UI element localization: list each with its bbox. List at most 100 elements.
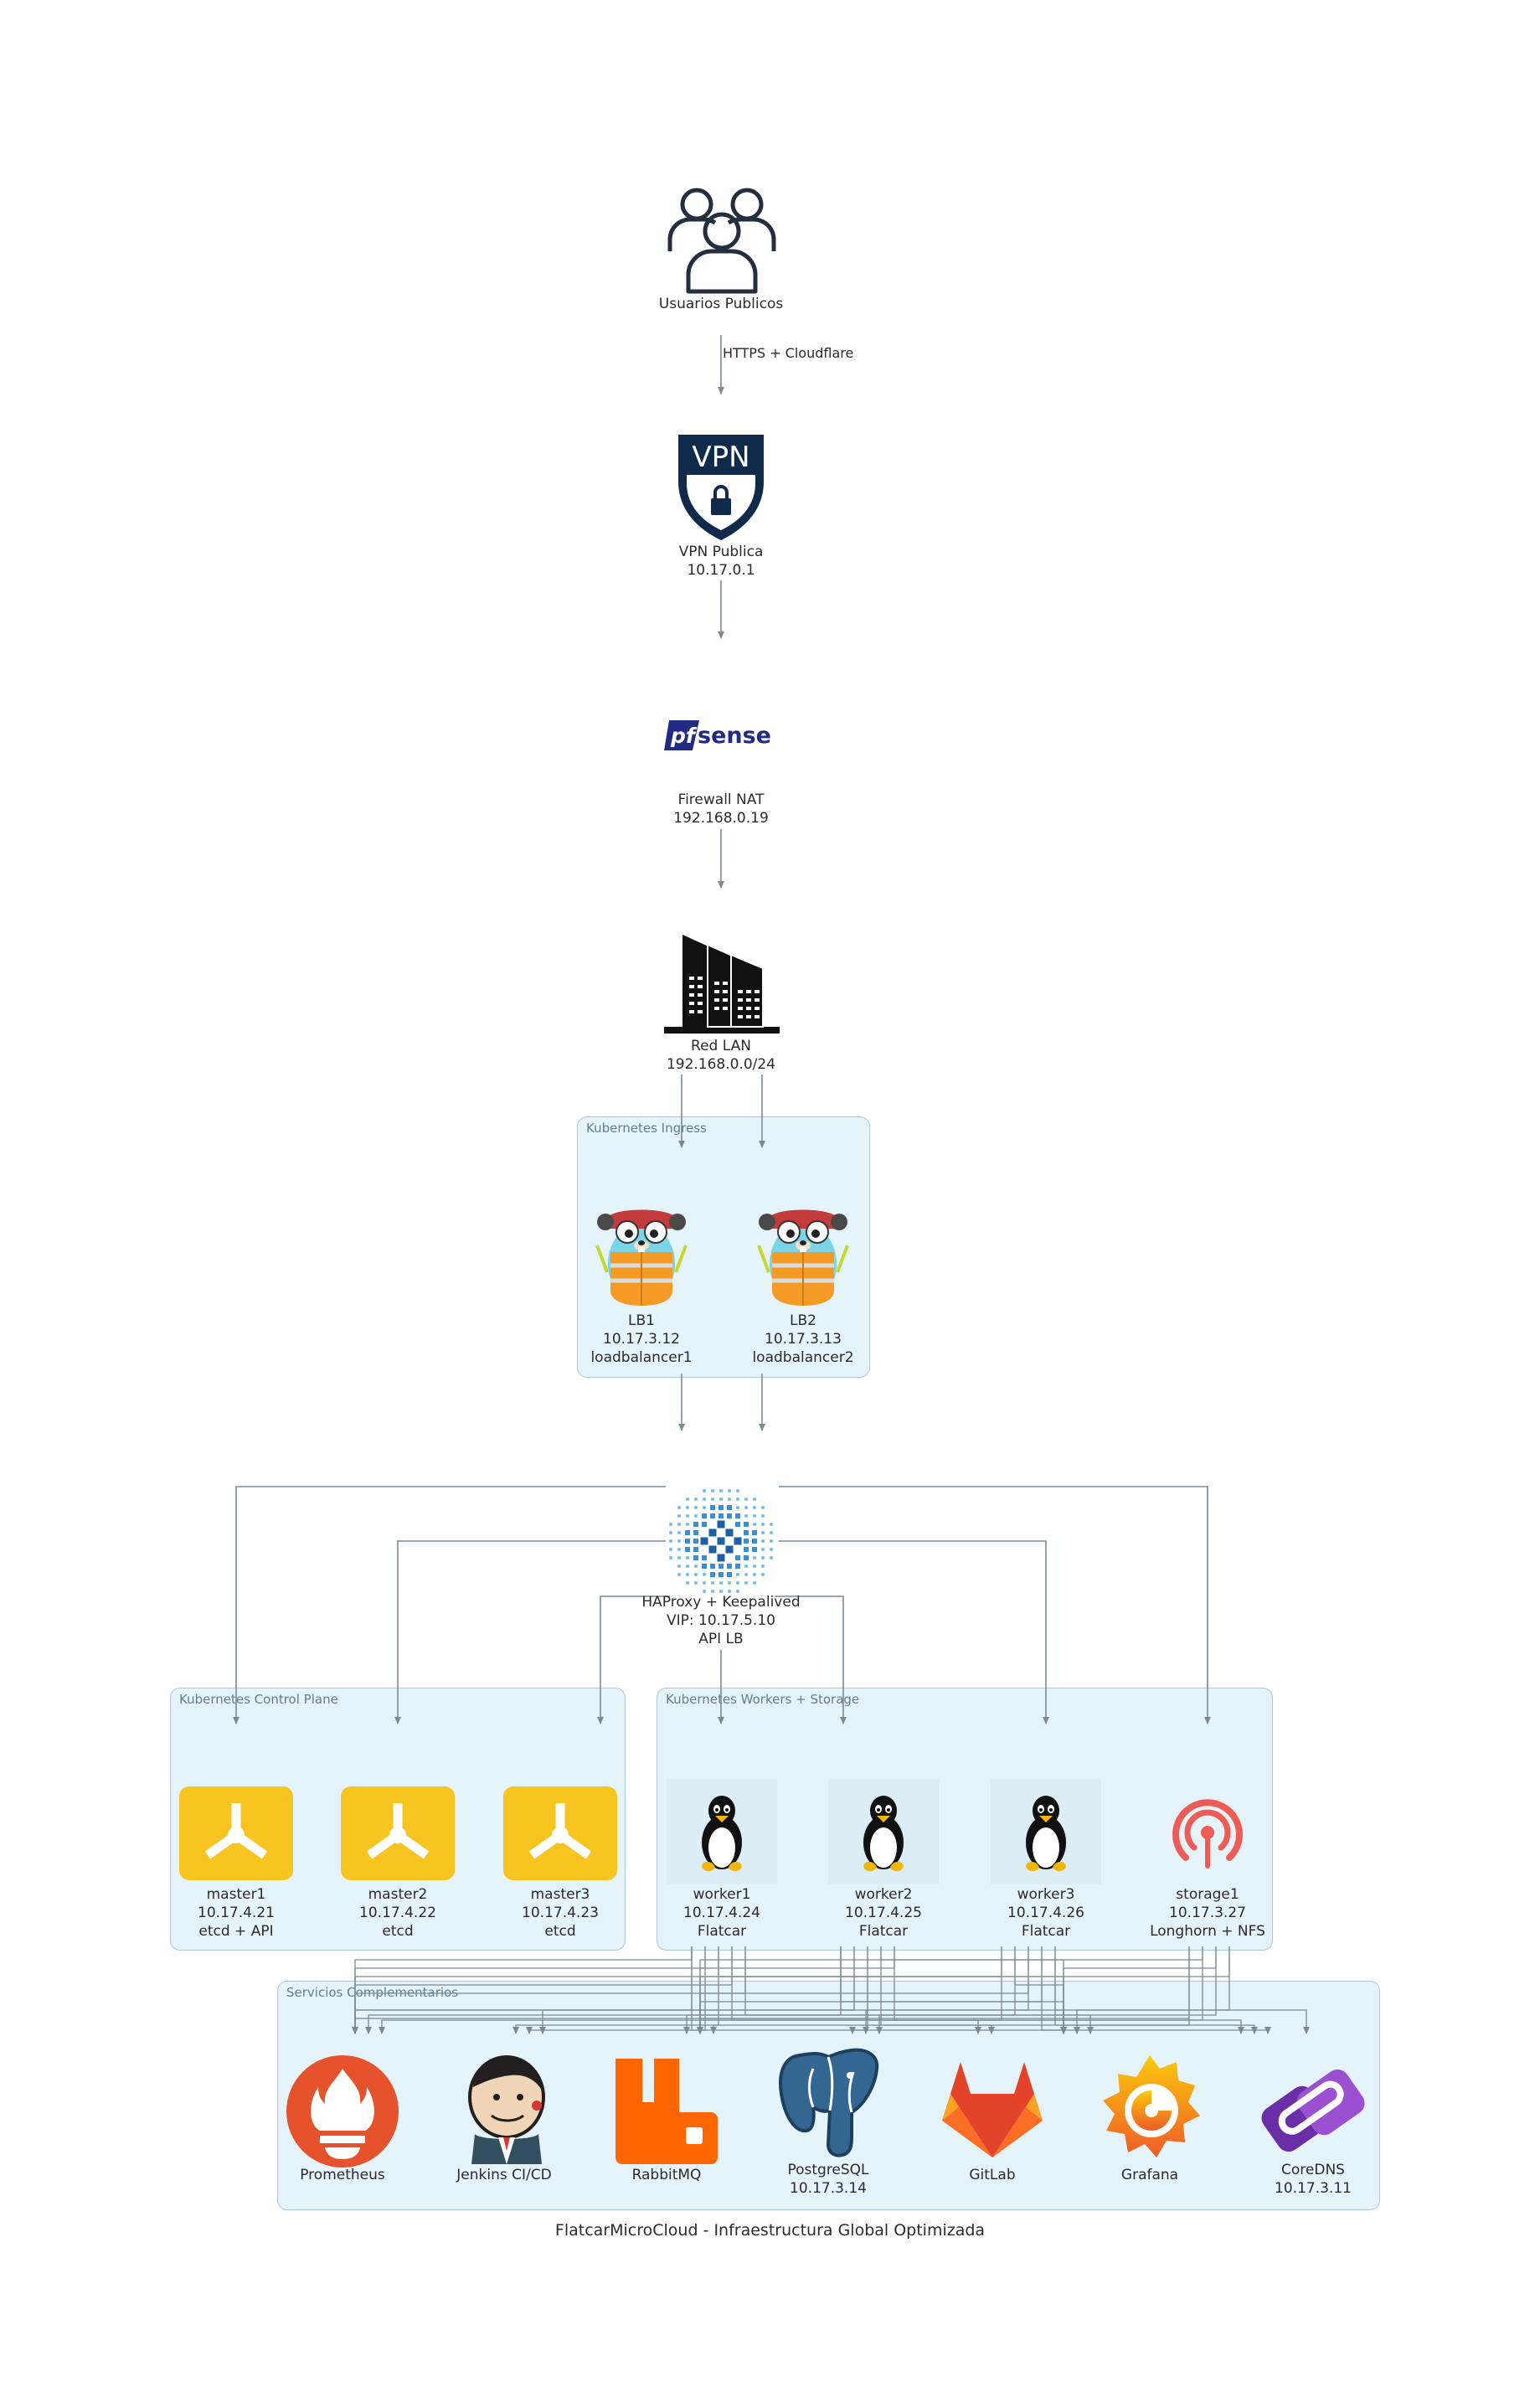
edge-haproxy-master1 bbox=[233, 1486, 666, 1724]
label-line: GitLab bbox=[969, 2167, 1016, 2183]
prometheus-icon bbox=[285, 2054, 400, 2169]
grafana-icon bbox=[1094, 2050, 1205, 2164]
gopher-icon bbox=[754, 1204, 852, 1312]
linux-tux-icon bbox=[828, 1779, 939, 1884]
label-line: CoreDNS bbox=[1281, 2162, 1345, 2178]
jenkins-icon bbox=[461, 2054, 552, 2166]
label-line: etcd bbox=[544, 1923, 576, 1940]
label-line: 10.17.4.26 bbox=[1007, 1905, 1084, 1921]
label-line: 10.17.3.12 bbox=[603, 1331, 680, 1348]
label-line: master1 bbox=[206, 1886, 266, 1903]
label-line: API LB bbox=[698, 1631, 744, 1647]
label-line: 10.17.4.24 bbox=[683, 1905, 760, 1921]
label-line: PostgreSQL bbox=[787, 2162, 869, 2178]
postgresql-label: PostgreSQL 10.17.3.14 bbox=[719, 2161, 937, 2198]
haproxy-icon bbox=[664, 1484, 778, 1598]
label-line: master2 bbox=[368, 1886, 428, 1903]
label-line: Jenkins CI/CD bbox=[456, 2167, 552, 2183]
label-line: 10.17.3.13 bbox=[765, 1331, 842, 1348]
label-line: Flatcar bbox=[858, 1923, 909, 1940]
jenkins-label: Jenkins CI/CD bbox=[395, 2166, 613, 2184]
grafana-label: Grafana bbox=[1041, 2166, 1259, 2184]
cluster-title: Kubernetes Ingress bbox=[586, 1121, 707, 1136]
pfsense-logo: pf sense bbox=[664, 719, 781, 752]
worker1-label: worker1 10.17.4.24 Flatcar bbox=[613, 1885, 831, 1941]
pfsense-pf-text: pf bbox=[670, 724, 698, 748]
label-line: Longhorn + NFS bbox=[1150, 1923, 1265, 1940]
label-line: 192.168.0.19 bbox=[673, 810, 769, 827]
label-line: loadbalancer2 bbox=[752, 1349, 854, 1366]
worker3-label: worker3 10.17.4.26 Flatcar bbox=[937, 1885, 1155, 1941]
edge-haproxy-storage1 bbox=[779, 1486, 1211, 1724]
label-line: loadbalancer1 bbox=[590, 1349, 693, 1366]
lb2-label: LB2 10.17.3.13 loadbalancer2 bbox=[694, 1312, 912, 1367]
lan-label: Red LAN 192.168.0.0/24 bbox=[612, 1037, 830, 1074]
label-line: LB1 bbox=[628, 1312, 655, 1329]
storage1-label: storage1 10.17.3.27 Longhorn + NFS bbox=[1099, 1885, 1316, 1941]
label-line: 192.168.0.0/24 bbox=[666, 1056, 776, 1073]
edge-label-https: HTTPS + Cloudflare bbox=[723, 345, 854, 361]
coredns-label: CoreDNS 10.17.3.11 bbox=[1204, 2161, 1422, 2198]
label-line: 10.17.4.21 bbox=[198, 1905, 275, 1921]
diagram-title: FlatcarMicroCloud - Infraestructura Glob… bbox=[554, 2221, 986, 2240]
label-line: 10.17.0.1 bbox=[687, 562, 755, 579]
gitlab-label: GitLab bbox=[883, 2166, 1101, 2184]
rabbitmq-label: RabbitMQ bbox=[558, 2166, 775, 2184]
haproxy-label: HAProxy + Keepalived VIP: 10.17.5.10 API… bbox=[612, 1593, 830, 1648]
pfsense-sense-text: sense bbox=[698, 723, 771, 749]
label-line: Flatcar bbox=[697, 1923, 747, 1940]
lb1-label: LB1 10.17.3.12 loadbalancer1 bbox=[533, 1312, 750, 1367]
prometheus-label: Prometheus bbox=[234, 2166, 451, 2184]
edge-haproxy-worker3 bbox=[779, 1540, 1049, 1724]
label-line: worker3 bbox=[1017, 1886, 1075, 1903]
firewall-label: Firewall NAT 192.168.0.19 bbox=[612, 791, 830, 827]
label-line: HAProxy + Keepalived bbox=[641, 1594, 801, 1611]
gopher-icon bbox=[592, 1204, 691, 1312]
label-line: worker1 bbox=[693, 1886, 751, 1903]
label-line: 10.17.4.22 bbox=[359, 1905, 436, 1921]
label-line: 10.17.3.27 bbox=[1169, 1905, 1246, 1921]
label-line: Grafana bbox=[1120, 2167, 1179, 2183]
coredns-icon bbox=[1256, 2057, 1370, 2164]
users-label: Usuarios Publicos bbox=[612, 295, 830, 313]
label-line: 10.17.3.14 bbox=[790, 2180, 867, 2197]
postgresql-icon bbox=[775, 2047, 882, 2161]
label-line: etcd bbox=[382, 1923, 414, 1940]
label-line: RabbitMQ bbox=[631, 2167, 702, 2183]
label-line: Prometheus bbox=[300, 2167, 385, 2183]
vpn-label: VPN Publica 10.17.0.1 bbox=[612, 543, 830, 580]
label-line: LB2 bbox=[790, 1312, 816, 1329]
linux-tux-icon bbox=[667, 1779, 777, 1884]
label-line: storage1 bbox=[1176, 1886, 1239, 1903]
vpn-icon-text: VPN bbox=[692, 441, 749, 474]
label-line: etcd + API bbox=[198, 1923, 274, 1940]
edge-haproxy-worker2 bbox=[775, 1595, 847, 1724]
label-line: Flatcar bbox=[1021, 1923, 1071, 1940]
edge-haproxy-master2 bbox=[394, 1540, 666, 1724]
kubernetes-master-icon bbox=[179, 1786, 293, 1880]
cluster-title: Kubernetes Workers + Storage bbox=[666, 1692, 860, 1707]
label-line: Firewall NAT bbox=[677, 791, 765, 808]
gitlab-icon bbox=[939, 2059, 1046, 2159]
users-icon bbox=[667, 184, 777, 295]
label-line: VPN Publica bbox=[678, 544, 764, 560]
linux-tux-icon bbox=[991, 1779, 1101, 1884]
label-line: 10.17.4.25 bbox=[845, 1905, 922, 1921]
kubernetes-master-icon bbox=[341, 1786, 455, 1880]
rabbitmq-icon bbox=[612, 2057, 721, 2166]
label-line: VIP: 10.17.5.10 bbox=[667, 1612, 775, 1629]
worker2-label: worker2 10.17.4.25 Flatcar bbox=[775, 1885, 992, 1941]
vpn-shield-icon: VPN bbox=[675, 431, 767, 542]
cluster-title: Servicios Complementarios bbox=[286, 1985, 459, 2000]
label-line: Usuarios Publicos bbox=[658, 296, 784, 312]
edge-haproxy-master3 bbox=[597, 1595, 670, 1724]
ceph-storage-icon bbox=[1167, 1792, 1248, 1873]
label-line: 10.17.4.23 bbox=[522, 1905, 599, 1921]
label-line: Red LAN bbox=[691, 1038, 751, 1054]
kubernetes-master-icon bbox=[503, 1786, 617, 1880]
label-line: 10.17.3.11 bbox=[1275, 2180, 1352, 2197]
label-line: worker2 bbox=[854, 1886, 913, 1903]
label-line: master3 bbox=[530, 1886, 590, 1903]
cluster-title: Kubernetes Control Plane bbox=[179, 1692, 338, 1707]
